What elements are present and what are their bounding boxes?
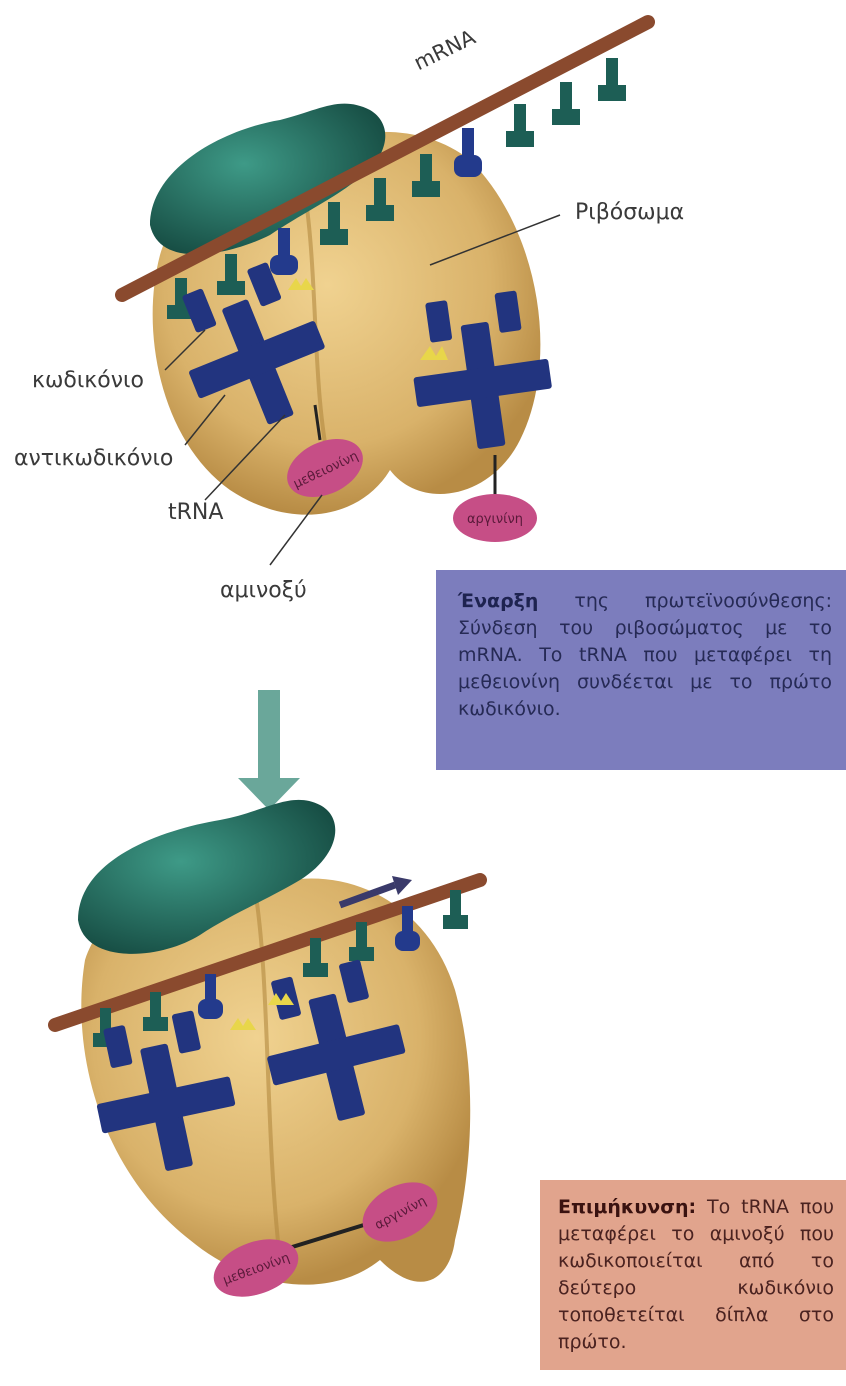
flow-arrow [238, 690, 300, 810]
elongation-title: Επιμήκυνση: [558, 1196, 696, 1218]
aa-label-arg-top: αργινίνη [467, 512, 523, 527]
elongation-text: Το tRNA που μεταφέρει το αμινοξύ που κωδ… [558, 1196, 834, 1353]
amino-acid-label: αμινοξύ [220, 578, 307, 603]
anticodon-label: αντικωδικόνιο [14, 446, 173, 471]
initiation-description: Έναρξη της πρωτεϊνοσύνθεσης: Σύνδεση του… [436, 570, 846, 770]
initiation-title: Έναρξη [458, 590, 538, 612]
trna-label: tRNA [168, 500, 223, 525]
ribosome-label: Ριβόσωμα [575, 200, 684, 225]
elongation-illustration: μεθειονίνη αργινίνη [55, 800, 480, 1308]
initiation-illustration: μεθειονίνη αργινίνη [122, 22, 648, 565]
elongation-description: Επιμήκυνση: Το tRNA που μεταφέρει το αμι… [540, 1180, 846, 1370]
codon-label: κωδικόνιο [32, 368, 144, 393]
